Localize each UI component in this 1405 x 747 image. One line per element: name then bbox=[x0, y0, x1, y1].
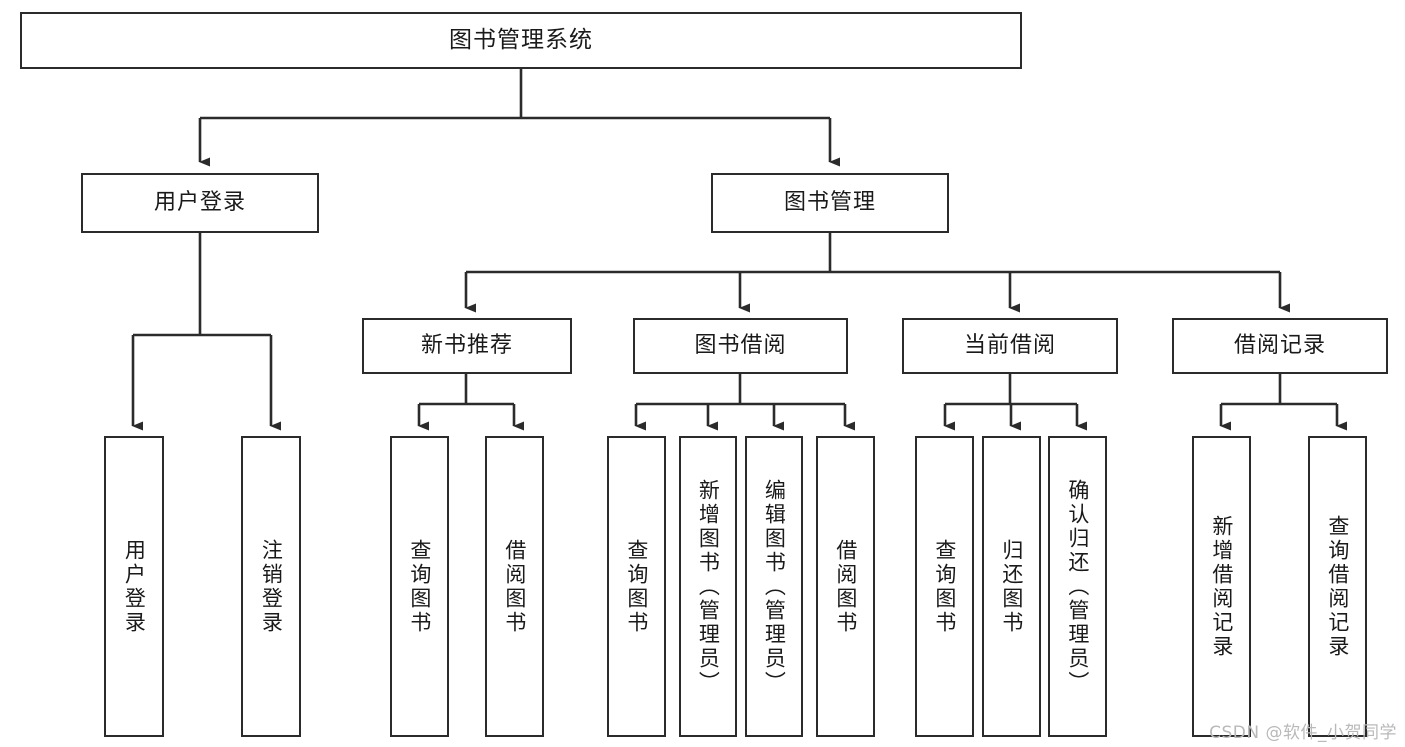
leaf-node-label: 归还图书 bbox=[999, 538, 1024, 635]
leaf-node-label: 确认归还（管理员） bbox=[1065, 478, 1090, 695]
node-book-borrowing[interactable]: 图书借阅 bbox=[633, 318, 848, 374]
node-user-login[interactable]: 用户登录 bbox=[81, 173, 319, 233]
leaf-node[interactable]: 新增借阅记录 bbox=[1192, 436, 1251, 737]
node-book-management-label: 图书管理 bbox=[783, 190, 876, 215]
leaf-node[interactable]: 借阅图书 bbox=[485, 436, 544, 737]
leaf-node[interactable]: 编辑图书（管理员） bbox=[745, 436, 803, 737]
node-book-borrowing-label: 图书借阅 bbox=[694, 333, 787, 358]
leaf-node-label: 编辑图书（管理员） bbox=[762, 478, 787, 695]
leaf-node-label: 借阅图书 bbox=[833, 538, 858, 635]
node-current-borrowing-label: 当前借阅 bbox=[963, 333, 1056, 358]
leaf-node[interactable]: 查询图书 bbox=[390, 436, 449, 737]
leaf-node[interactable]: 新增图书（管理员） bbox=[679, 436, 737, 737]
leaf-node-label: 新增借阅记录 bbox=[1209, 514, 1234, 659]
leaf-node[interactable]: 查询图书 bbox=[915, 436, 974, 737]
node-current-borrowing[interactable]: 当前借阅 bbox=[902, 318, 1118, 374]
leaf-node-label: 查询图书 bbox=[932, 538, 957, 635]
leaf-node[interactable]: 借阅图书 bbox=[816, 436, 875, 737]
leaf-node-label: 查询图书 bbox=[407, 538, 432, 635]
leaf-node-label: 新增图书（管理员） bbox=[696, 478, 721, 695]
leaf-node-label: 注销登录 bbox=[259, 538, 284, 635]
leaf-node[interactable]: 注销登录 bbox=[241, 436, 301, 737]
leaf-node[interactable]: 归还图书 bbox=[982, 436, 1041, 737]
node-book-management[interactable]: 图书管理 bbox=[711, 173, 949, 233]
leaf-node[interactable]: 用户登录 bbox=[104, 436, 164, 737]
leaf-node-label: 查询图书 bbox=[624, 538, 649, 635]
watermark: CSDN @软件_小贺同学 bbox=[1209, 723, 1397, 743]
leaf-node[interactable]: 查询借阅记录 bbox=[1308, 436, 1367, 737]
leaf-node-label: 查询借阅记录 bbox=[1325, 514, 1350, 659]
node-user-login-label: 用户登录 bbox=[153, 190, 246, 215]
node-new-book-recommendation[interactable]: 新书推荐 bbox=[362, 318, 572, 374]
leaf-node-label: 用户登录 bbox=[122, 538, 147, 635]
leaf-node-label: 借阅图书 bbox=[502, 538, 527, 635]
leaf-node[interactable]: 确认归还（管理员） bbox=[1048, 436, 1107, 737]
node-borrowing-records[interactable]: 借阅记录 bbox=[1172, 318, 1388, 374]
leaf-node[interactable]: 查询图书 bbox=[607, 436, 666, 737]
node-root[interactable]: 图书管理系统 bbox=[20, 12, 1022, 69]
node-new-book-recommendation-label: 新书推荐 bbox=[420, 333, 513, 358]
node-root-label: 图书管理系统 bbox=[449, 27, 593, 53]
node-borrowing-records-label: 借阅记录 bbox=[1233, 333, 1326, 358]
